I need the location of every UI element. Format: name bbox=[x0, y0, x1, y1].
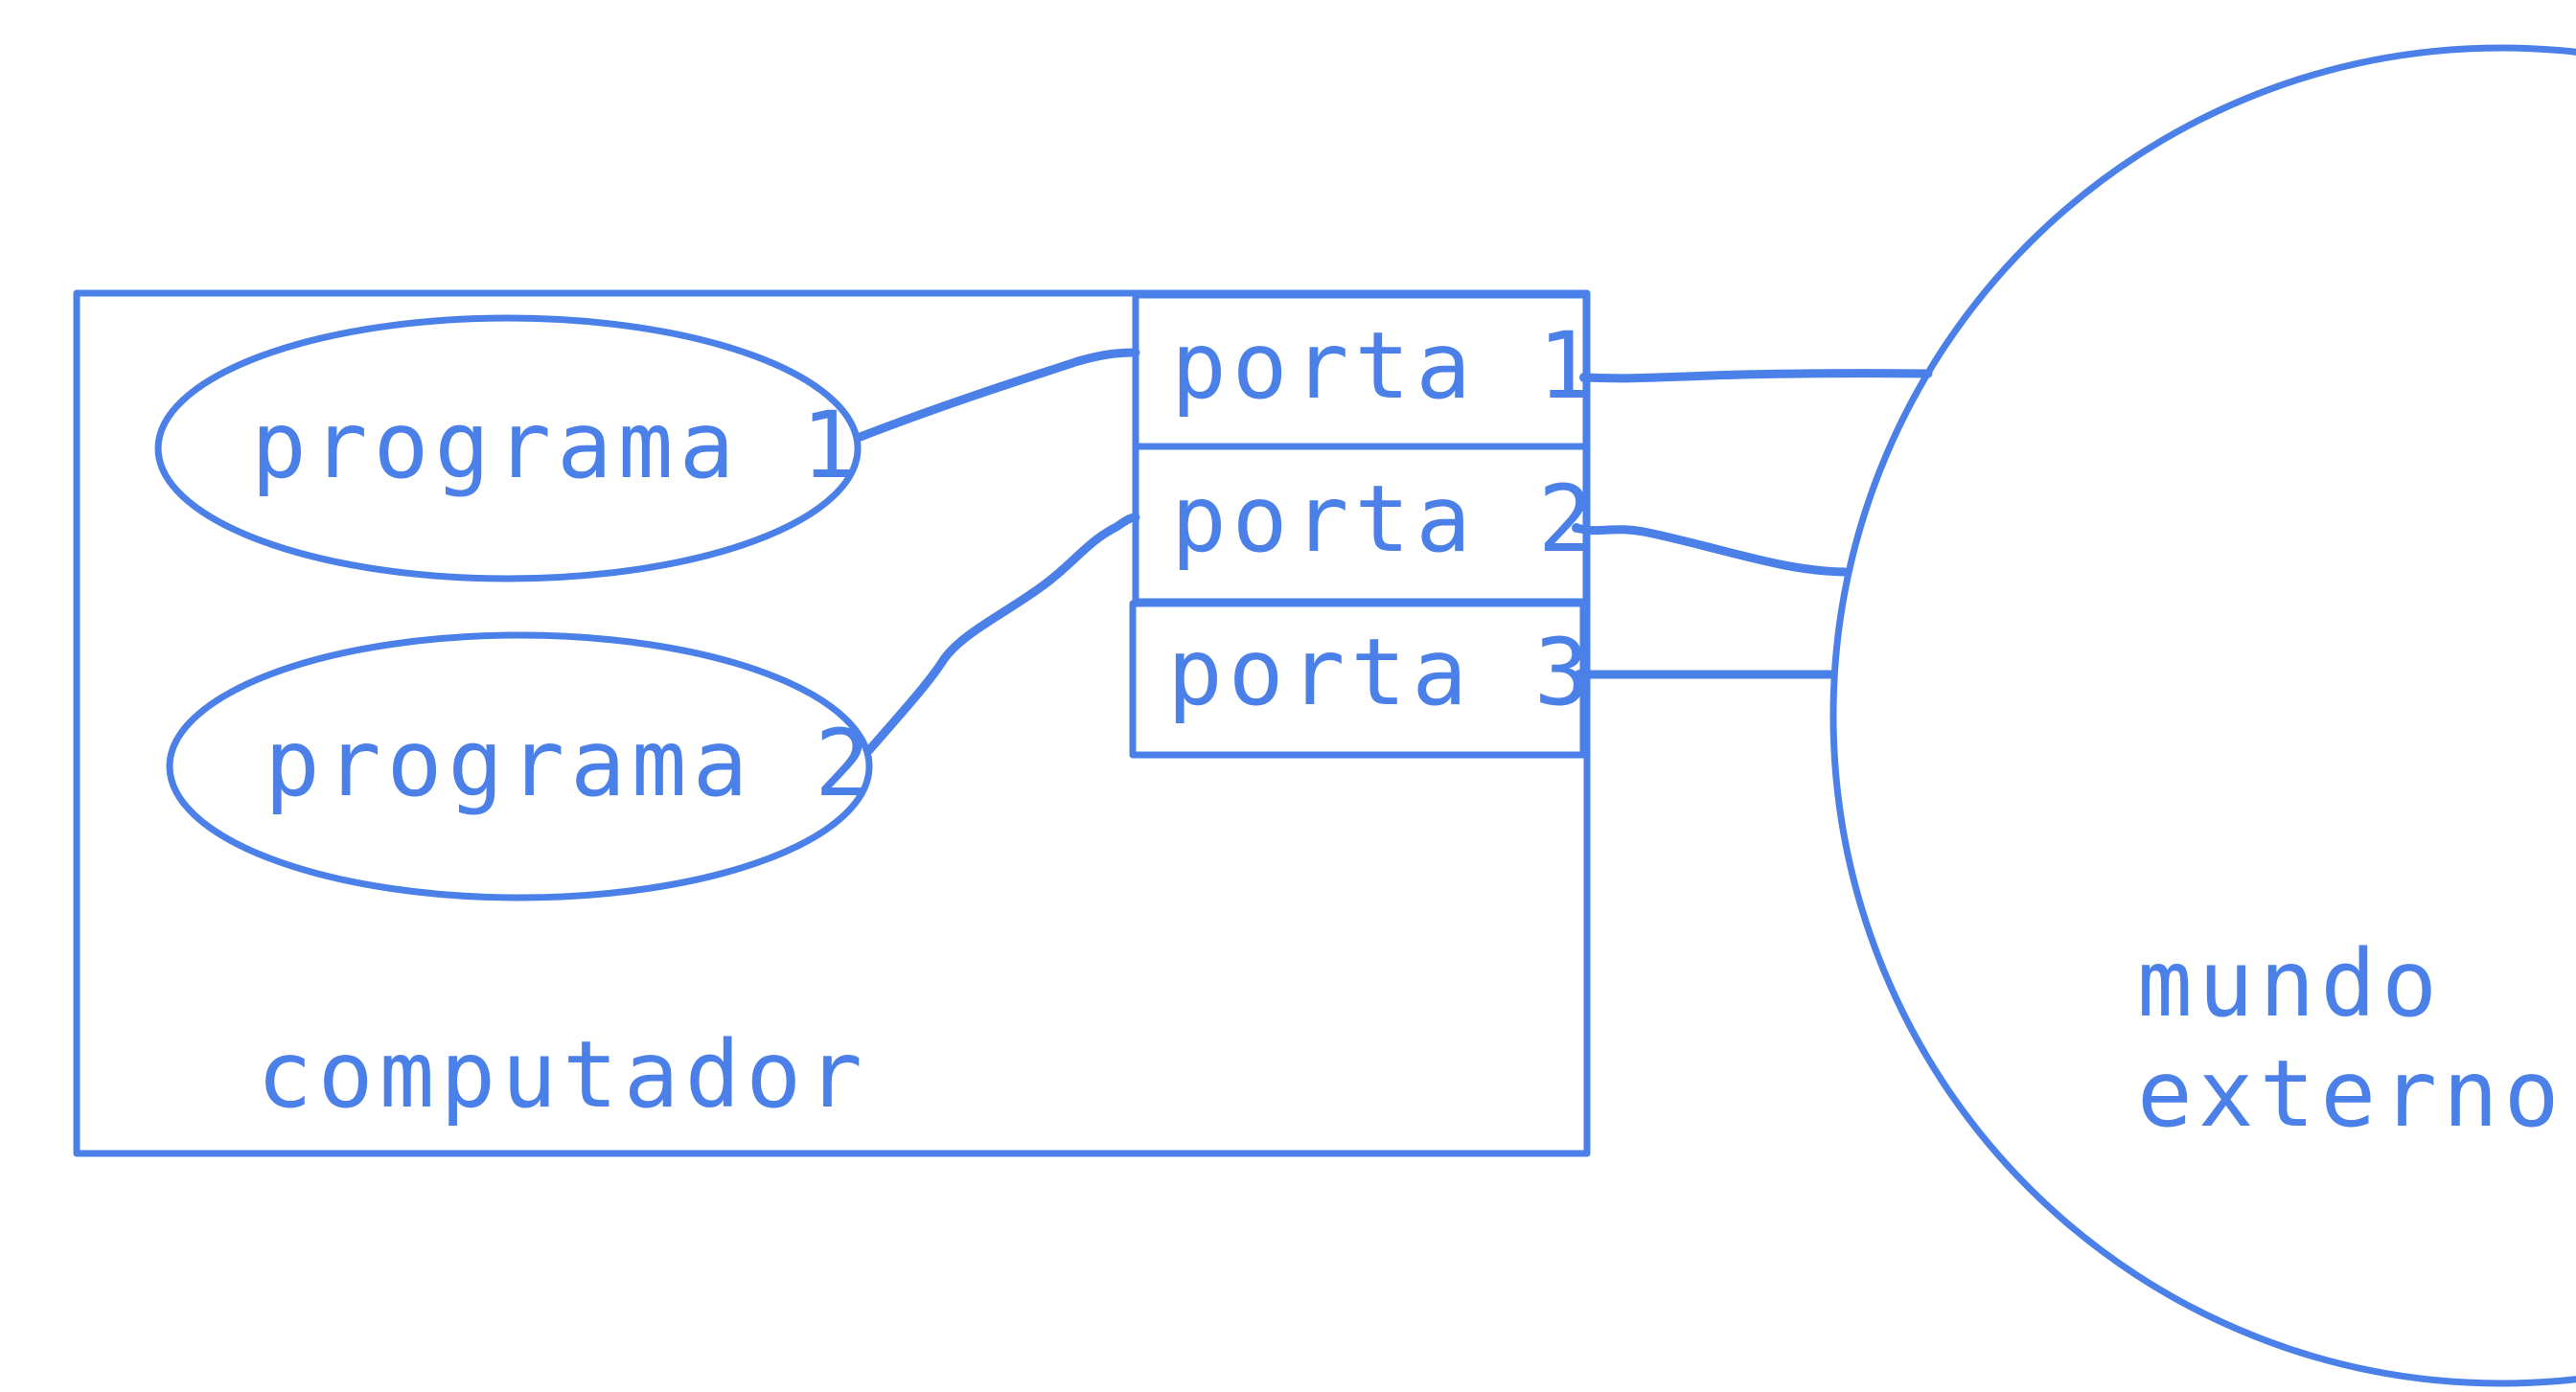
port-1-label: porta 1 bbox=[1171, 312, 1599, 420]
port-1: porta 1 bbox=[1132, 291, 1599, 450]
port-3-box bbox=[1129, 600, 1587, 759]
computer-box: computador bbox=[73, 289, 1591, 1157]
external-world: mundo externo bbox=[1829, 44, 2576, 1387]
program-1-ellipse bbox=[154, 314, 862, 582]
port-2: porta 2 bbox=[1132, 443, 1599, 605]
port-3: porta 3 bbox=[1129, 600, 1596, 759]
connector-port1-external bbox=[1581, 369, 1933, 383]
external-world-label-line1: mundo bbox=[2137, 930, 2443, 1038]
computer-label: computador bbox=[257, 1021, 868, 1129]
computer-border bbox=[73, 289, 1591, 1157]
program-2-ellipse bbox=[166, 631, 873, 901]
connector-program2-port2 bbox=[864, 513, 1140, 755]
program-1: programa 1 bbox=[154, 314, 862, 582]
port-3-label: porta 3 bbox=[1167, 619, 1596, 726]
port-2-connection-dot bbox=[1572, 523, 1581, 533]
program-1-label: programa 1 bbox=[251, 392, 862, 499]
port-3-connection-dot bbox=[1575, 670, 1584, 679]
program-2-label: programa 2 bbox=[264, 710, 876, 817]
port-2-label: porta 2 bbox=[1171, 466, 1599, 573]
connector-program1-port1 bbox=[853, 348, 1140, 443]
port-1-connection-dot bbox=[1579, 373, 1589, 382]
connector-port2-external bbox=[1572, 523, 1850, 577]
external-world-circle bbox=[1829, 44, 2576, 1387]
external-world-label-line2: externo bbox=[2137, 1040, 2565, 1148]
program-2: programa 2 bbox=[166, 631, 876, 901]
